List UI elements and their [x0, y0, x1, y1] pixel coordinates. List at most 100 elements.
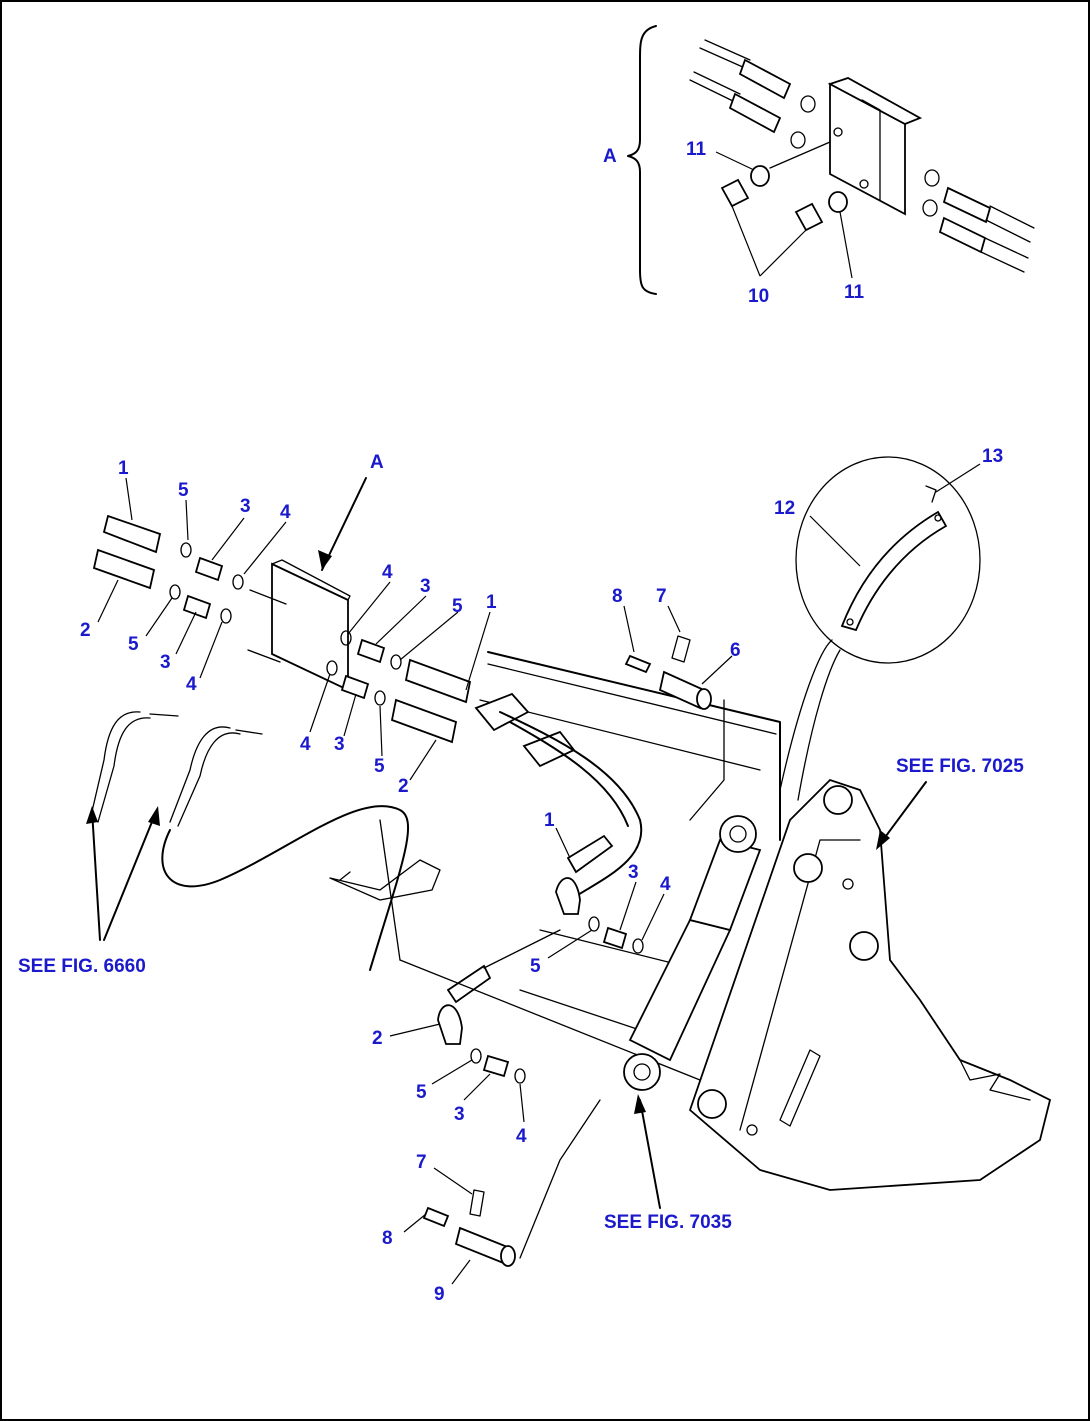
ref-arrowhead [876, 830, 890, 850]
hose-line [483, 929, 561, 969]
valve-block-top-edge [271, 559, 351, 601]
pin-set-upper: 8 7 6 [612, 586, 741, 821]
bolt-8 [422, 1206, 450, 1228]
leader-4 [347, 581, 391, 635]
center-fittings-group: 4 3 5 1 4 3 5 2 A [247, 452, 497, 797]
o-ring [800, 95, 816, 113]
view-a-arrowhead [318, 550, 332, 570]
o-ring-5 [588, 916, 600, 932]
detail-circle [795, 456, 981, 664]
bucket-edge-arc [797, 649, 841, 801]
elbow-1 [555, 877, 581, 915]
coupler-2-left [92, 548, 156, 590]
adapter-3 [340, 674, 370, 700]
callout-5: 5 [416, 1082, 427, 1103]
hose-fittings [149, 713, 263, 735]
leader-5 [547, 929, 593, 959]
o-ring-4 [220, 608, 232, 624]
plug-10 [794, 202, 824, 232]
pin-7 [671, 635, 691, 663]
bucket-pin [793, 853, 823, 883]
leader-12 [809, 515, 861, 567]
pin-leader-line [689, 699, 725, 821]
hose-run [499, 711, 643, 901]
callout-5: 5 [374, 756, 385, 777]
bolt-hole [746, 1124, 758, 1136]
leader-4 [199, 621, 223, 679]
valve-block-detail [861, 99, 881, 201]
hose-lower-right [980, 237, 1029, 273]
coupler-1-left [102, 514, 162, 554]
coupler-upper-left [738, 58, 792, 100]
bucket-pin [849, 931, 879, 961]
callout-3: 3 [240, 496, 251, 517]
leader-3 [343, 693, 357, 737]
o-ring-4 [632, 938, 644, 954]
leader-11 [715, 151, 755, 171]
frame-line [379, 819, 401, 961]
coupler-lower-left [728, 92, 782, 134]
ref-fig-7025: SEE FIG. 7025 [896, 756, 1024, 777]
valve-block-detail [247, 589, 287, 663]
coupler-1 [404, 658, 472, 704]
pin-6-end [696, 688, 712, 710]
ref-arrowhead [86, 806, 98, 824]
leader-5 [431, 1059, 473, 1085]
leader-1 [465, 611, 491, 691]
leader-11 [839, 211, 853, 279]
callout-1: 1 [486, 592, 497, 613]
hose-left [97, 717, 151, 823]
arm-line [487, 663, 777, 735]
o-ring-4 [326, 660, 338, 676]
callout-6: 6 [730, 640, 741, 661]
leader-8 [403, 1213, 427, 1233]
adapter-3 [602, 926, 628, 950]
ref-arrow-7025 [879, 781, 927, 845]
bucket-assembly [379, 639, 1052, 1191]
block-port [859, 179, 869, 189]
leader-9 [451, 1259, 471, 1285]
leader-2 [389, 1023, 441, 1037]
leader-1 [125, 477, 133, 521]
callout-2: 2 [80, 620, 91, 641]
ref-fig-6660: SEE FIG. 6660 [18, 956, 146, 977]
callout-5: 5 [530, 956, 541, 977]
callout-13: 13 [982, 446, 1003, 467]
pin-hole [729, 825, 747, 843]
callout-2: 2 [398, 776, 409, 797]
hose-right [177, 732, 241, 827]
washer-11 [828, 191, 848, 213]
pin-hole [633, 1063, 651, 1081]
callout-4: 4 [382, 562, 393, 583]
hose-left [89, 711, 141, 821]
leader-5 [379, 705, 383, 757]
callout-8: 8 [382, 1228, 393, 1249]
bucket-pin [823, 785, 853, 815]
cylinder-rod [688, 838, 762, 932]
coupler-2 [390, 698, 458, 744]
cylinder-pin [623, 1053, 661, 1091]
leader-4 [519, 1083, 525, 1123]
ref-arrow-6660-b [103, 811, 157, 941]
leader-2 [97, 579, 119, 623]
leader-3 [463, 1073, 491, 1101]
leader-3 [175, 611, 197, 655]
leader-10 [731, 205, 807, 277]
adapter-3 [356, 638, 386, 664]
washer-11 [750, 165, 770, 187]
o-ring-5 [374, 690, 386, 706]
clamp-bolt [339, 871, 351, 881]
adapter-3 [182, 594, 212, 620]
callout-4: 4 [186, 674, 197, 695]
callout-4: 4 [280, 502, 291, 523]
o-ring-5 [390, 654, 402, 670]
detail-a-view: A 11 10 11 [603, 25, 1035, 307]
callout-2: 2 [372, 1028, 383, 1049]
wear-plate-12 [840, 510, 948, 632]
reference-arrows: SEE FIG. 6660 SEE FIG. 7025 SEE FIG. 703… [18, 756, 1024, 1233]
callout-4: 4 [660, 874, 671, 895]
callout-11: 11 [844, 282, 865, 303]
leader-3 [619, 881, 637, 931]
